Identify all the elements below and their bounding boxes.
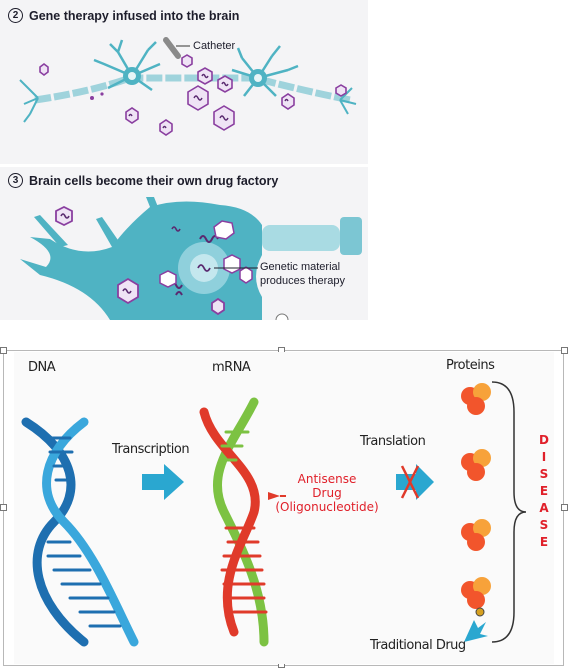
protein-icon xyxy=(461,577,491,609)
virus-particles xyxy=(39,54,347,136)
catheter-label: Catheter xyxy=(193,40,236,52)
dna-label: DNA xyxy=(28,360,56,375)
translation-arrow xyxy=(396,464,434,500)
protein-icon xyxy=(461,519,491,551)
protein-clusters xyxy=(461,383,491,617)
antisense-pointer-arrow xyxy=(268,492,280,500)
neuron-right xyxy=(231,45,299,97)
axon xyxy=(34,74,351,104)
virus-icon xyxy=(281,93,295,110)
panel-title-drug-factory: 3 Brain cells become their own drug fact… xyxy=(8,173,278,188)
panel-drug-factory: 3 Brain cells become their own drug fact… xyxy=(0,167,368,320)
virus-icon xyxy=(181,54,193,68)
disease-letter: S xyxy=(539,518,549,532)
virus-icon xyxy=(117,277,139,305)
vesicle-icon xyxy=(213,220,235,240)
vesicle-icon xyxy=(159,270,177,288)
transcription-arrow xyxy=(142,464,184,500)
blocked-x-icon xyxy=(400,465,420,499)
panel-gene-therapy: 2 Gene therapy infused into the brain xyxy=(0,0,368,164)
gene-therapy-illustration xyxy=(19,37,357,136)
proteins-bracket xyxy=(491,381,527,643)
disease-letter: S xyxy=(539,467,549,481)
disease-letter: I xyxy=(541,450,547,464)
vesicle-icon xyxy=(239,266,253,284)
transcription-label: Transcription xyxy=(112,442,190,457)
disease-letter: D xyxy=(539,433,549,447)
virus-icon xyxy=(39,63,49,76)
resize-handle[interactable] xyxy=(0,347,7,354)
step-number-badge: 3 xyxy=(8,173,23,188)
left-dendrite xyxy=(19,79,39,123)
antisense-diagram: DNA mRNA Proteins Transcription Translat… xyxy=(14,352,554,664)
traditional-drug-arrow xyxy=(464,620,488,642)
disease-letter: E xyxy=(539,484,549,498)
proteins-label: Proteins xyxy=(446,358,495,373)
dna-helix xyxy=(21,417,139,647)
resize-handle[interactable] xyxy=(561,504,568,511)
antisense-line3: (Oligonucleotide) xyxy=(275,500,379,514)
traditional-drug-label: Traditional Drug xyxy=(370,638,466,653)
virus-icon xyxy=(211,297,225,316)
disease-letter: A xyxy=(539,501,549,515)
disease-vertical-label: D I S E A S E xyxy=(538,432,550,551)
catheter-icon xyxy=(163,37,181,59)
panel-title-gene-therapy: 2 Gene therapy infused into the brain xyxy=(8,8,239,23)
vesicle-icon xyxy=(223,254,241,274)
genetic-label-line2: produces therapy xyxy=(260,275,345,287)
antisense-line1: Antisense xyxy=(297,472,357,486)
traditional-drug-molecule xyxy=(475,607,485,617)
resize-handle[interactable] xyxy=(561,347,568,354)
drug-factory-illustration xyxy=(20,197,362,320)
right-terminal xyxy=(339,87,357,115)
disease-letter: E xyxy=(539,535,549,549)
step-number-badge: 2 xyxy=(8,8,23,23)
axon-segment xyxy=(262,225,340,251)
mrna-label: mRNA xyxy=(212,360,251,375)
antisense-drug-label: Antisense Drug (Oligonucleotide) xyxy=(262,472,392,514)
virus-icon xyxy=(335,84,347,97)
resize-handle[interactable] xyxy=(0,504,7,511)
protein-icon xyxy=(461,383,491,415)
translation-label: Translation xyxy=(360,434,426,449)
neuron-left xyxy=(93,39,161,92)
mrna-helix xyxy=(199,397,269,647)
genetic-label-line1: Genetic material xyxy=(260,261,341,273)
protein-icon xyxy=(461,449,491,481)
virus-icon xyxy=(55,205,73,227)
antisense-illustration xyxy=(21,381,527,647)
panel-title-text: Gene therapy infused into the brain xyxy=(29,8,240,23)
antisense-line2: Drug xyxy=(312,486,342,500)
genetic-material-label: Genetic material produces therapy xyxy=(260,260,345,288)
panel-title-text: Brain cells become their own drug factor… xyxy=(29,173,279,188)
